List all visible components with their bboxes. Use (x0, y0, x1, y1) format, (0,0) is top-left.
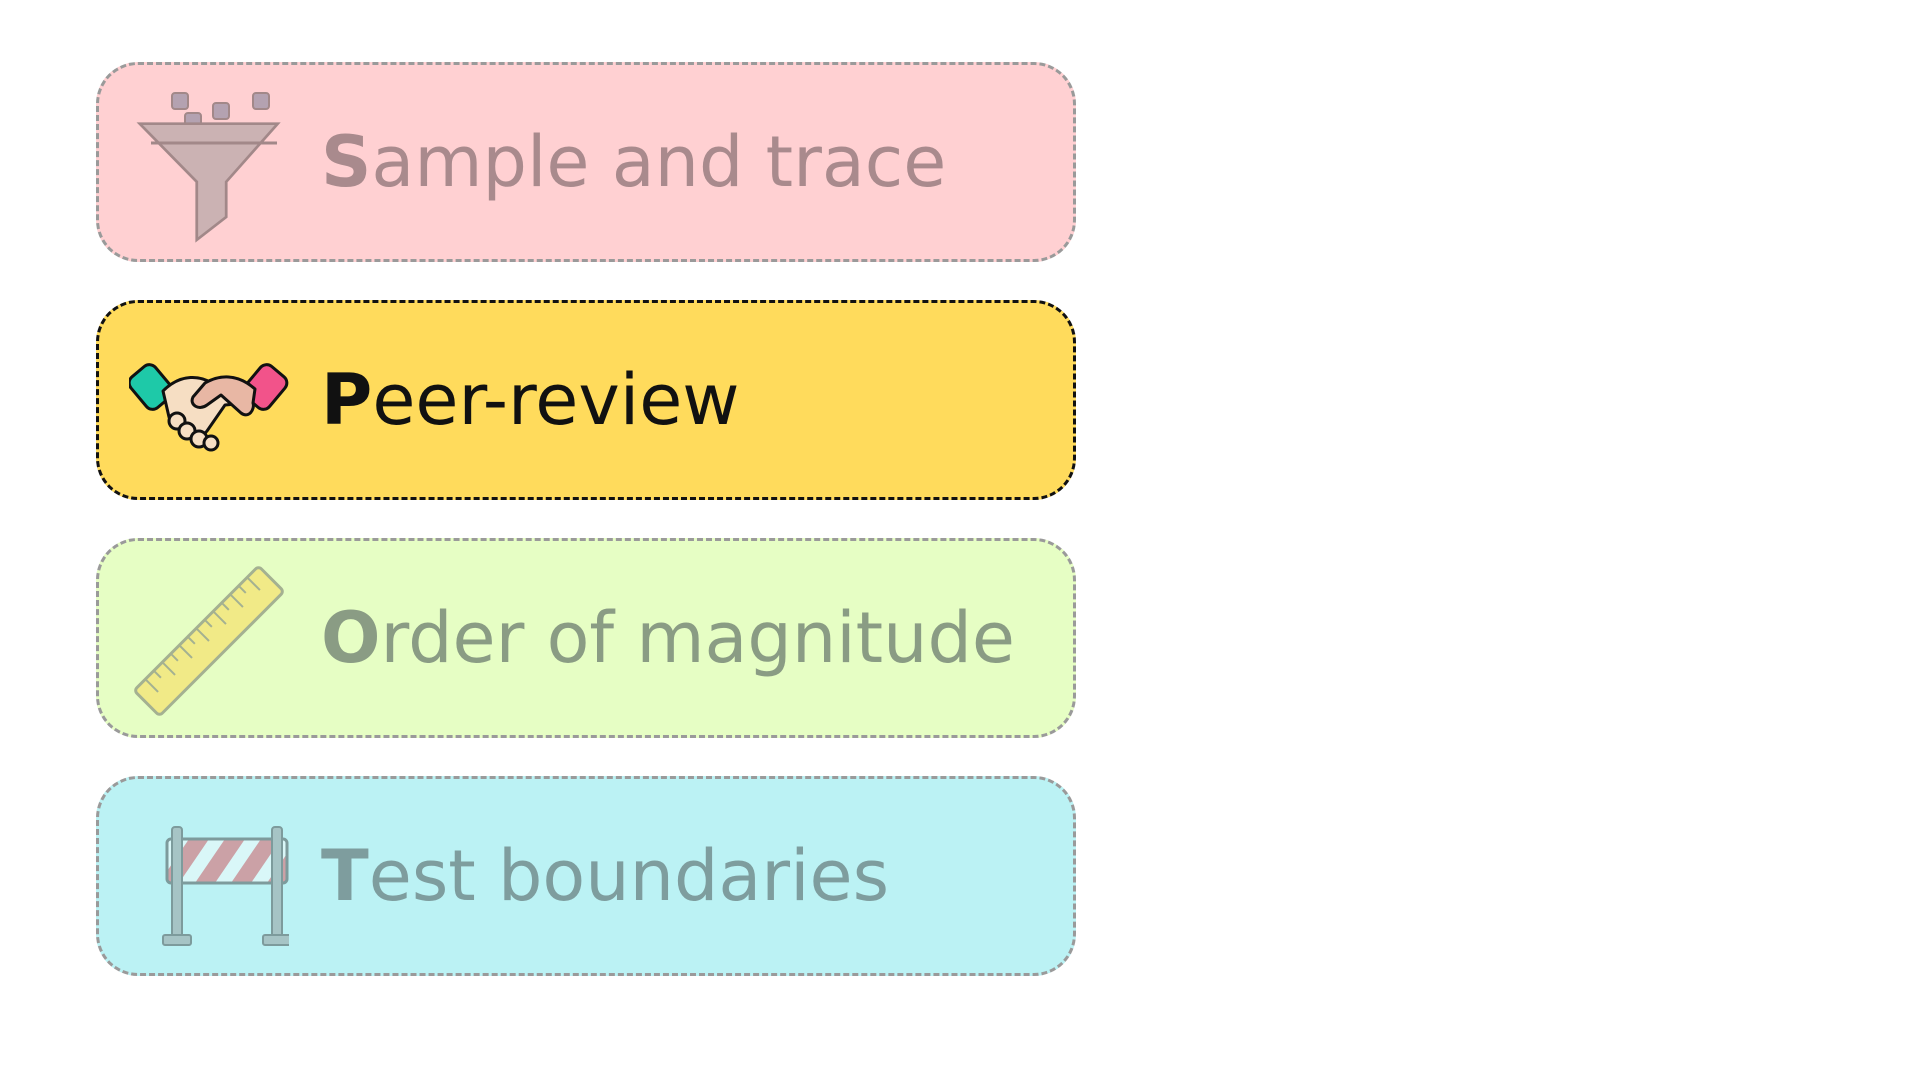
step-rest: est boundaries (368, 835, 890, 917)
step-rest: rder of magnitude (380, 597, 1015, 679)
funnel-icon (129, 85, 289, 245)
step-initial: T (321, 835, 369, 917)
step-initial: P (321, 359, 373, 441)
ruler-icon (129, 561, 289, 721)
step-initial: O (321, 597, 381, 679)
step-initial: S (321, 121, 372, 203)
handshake-icon (129, 323, 289, 483)
step-rest: eer-review (372, 359, 740, 441)
step-rest: ample and trace (371, 121, 947, 203)
barrier-icon (129, 799, 289, 959)
